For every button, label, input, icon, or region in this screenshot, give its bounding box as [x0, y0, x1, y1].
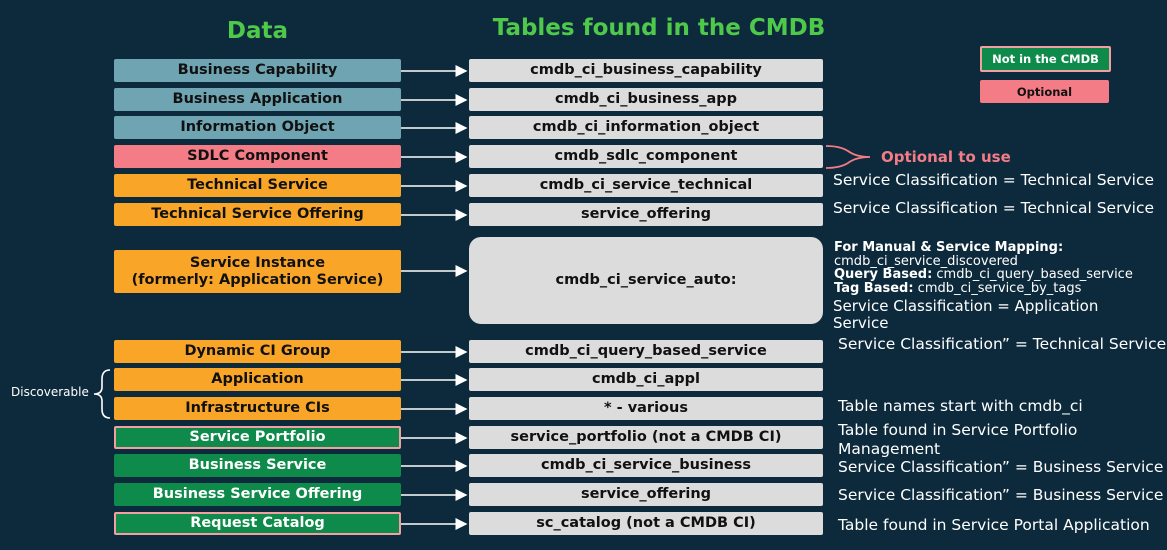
note-service-instance: For Manual & Service Mapping: cmdb_ci_se…: [834, 241, 1154, 295]
legend-not-in-cmdb: Not in the CMDB: [980, 46, 1111, 72]
table-service-offering-tech: service_offering: [469, 203, 823, 226]
note-query-value: cmdb_ci_query_based_service: [932, 267, 1133, 282]
note-technical-service: Service Classification = Technical Servi…: [833, 171, 1154, 189]
data-information-object: Information Object: [114, 116, 401, 139]
note-infrastructure-cis: Table names start with cmdb_ci: [838, 397, 1083, 415]
note-tag-label: Tag Based:: [834, 280, 914, 296]
table-information-object: cmdb_ci_information_object: [469, 116, 823, 139]
optional-brace: [825, 145, 871, 169]
table-service-business: cmdb_ci_service_business: [469, 454, 823, 477]
data-service-portfolio: Service Portfolio: [114, 426, 401, 449]
note-technical-service-offering: Service Classification = Technical Servi…: [833, 199, 1154, 217]
discoverable-label: Discoverable: [11, 385, 89, 399]
table-service-portfolio: service_portfolio (not a CMDB CI): [469, 426, 823, 449]
table-service-offering-business: service_offering: [469, 483, 823, 506]
data-business-service-offering: Business Service Offering: [114, 483, 401, 506]
data-application: Application: [114, 368, 401, 391]
table-query-based-service: cmdb_ci_query_based_service: [469, 340, 823, 363]
table-sdlc-component: cmdb_sdlc_component: [469, 145, 823, 168]
data-technical-service-offering: Technical Service Offering: [114, 203, 401, 226]
note-dynamic-ci-group: Service Classification” = Technical Serv…: [838, 335, 1167, 353]
data-request-catalog: Request Catalog: [114, 512, 401, 535]
data-service-instance: Service Instance (formerly: Application …: [114, 250, 401, 293]
note-application-service: Service Classification = Application Ser…: [833, 297, 1099, 332]
note-query-line: Query Based: cmdb_ci_query_based_service: [834, 268, 1154, 282]
data-dynamic-ci-group: Dynamic CI Group: [114, 340, 401, 363]
table-business-capability: cmdb_ci_business_capability: [469, 59, 823, 82]
data-infrastructure-cis: Infrastructure CIs: [114, 397, 401, 420]
table-sc-catalog: sc_catalog (not a CMDB CI): [469, 512, 823, 535]
note-business-service: Service Classification” = Business Servi…: [838, 458, 1164, 476]
service-instance-line1: Service Instance: [189, 254, 326, 271]
data-header: Data: [226, 18, 289, 44]
note-business-service-offering: Service Classification” = Business Servi…: [838, 486, 1164, 504]
legend-optional: Optional: [980, 80, 1109, 103]
tables-header: Tables found in the CMDB: [492, 15, 826, 41]
discoverable-brace: [93, 369, 111, 419]
note-tag-value: cmdb_ci_service_by_tags: [913, 280, 1082, 296]
data-business-capability: Business Capability: [114, 59, 401, 82]
note-tag-line: Tag Based: cmdb_ci_service_by_tags: [834, 280, 1154, 296]
note-service-portfolio: Table found in Service Portfolio Managem…: [838, 421, 1078, 458]
note-query-label: Query Based:: [834, 267, 933, 282]
table-business-app: cmdb_ci_business_app: [469, 88, 823, 111]
service-instance-line2: (formerly: Application Service): [131, 271, 384, 288]
note-manual-value: cmdb_ci_service_discovered: [834, 253, 1018, 269]
table-service-auto: cmdb_ci_service_auto:: [469, 237, 823, 324]
data-sdlc-component: SDLC Component: [114, 145, 401, 168]
data-business-service: Business Service: [114, 454, 401, 477]
table-various: * - various: [469, 397, 823, 420]
data-technical-service: Technical Service: [114, 174, 401, 197]
data-business-application: Business Application: [114, 88, 401, 111]
note-optional-to-use: Optional to use: [881, 148, 1011, 166]
note-manual-label: For Manual & Service Mapping:: [834, 240, 1064, 255]
table-appl: cmdb_ci_appl: [469, 368, 823, 391]
table-service-technical: cmdb_ci_service_technical: [469, 174, 823, 197]
note-request-catalog: Table found in Service Portal Applicatio…: [838, 516, 1150, 534]
